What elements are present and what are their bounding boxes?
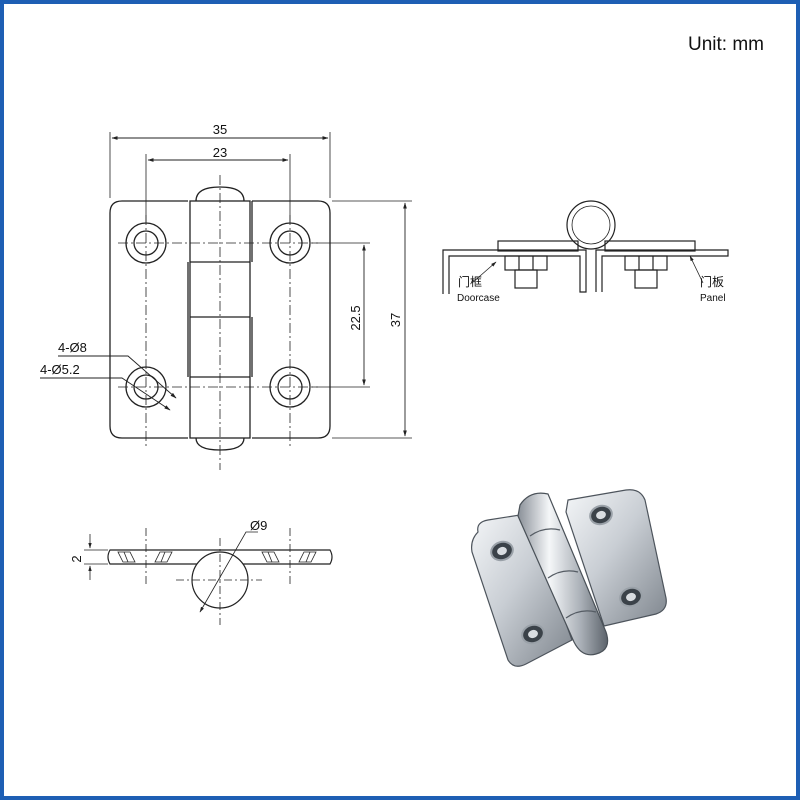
dim-23: 23 — [213, 145, 227, 160]
panel-profile — [595, 249, 729, 292]
barrel-section — [566, 200, 616, 250]
panel-label-cn: 门板 — [700, 274, 724, 289]
left-leaf — [109, 200, 188, 439]
doorcase-profile — [442, 249, 587, 294]
dim-thickness: 2 — [69, 555, 84, 562]
panel-label-en: Panel — [700, 293, 726, 304]
nut-left — [504, 255, 548, 289]
counterbore-callout: 4-Ø8 — [58, 340, 87, 355]
drawing-canvas: 35 23 22.5 37 4-Ø8 4-Ø5.2 — [40, 122, 729, 667]
front-view — [40, 132, 412, 470]
dim-pin-dia: Ø9 — [250, 518, 267, 533]
side-plate — [107, 549, 333, 565]
dim-22-5: 22.5 — [348, 305, 363, 330]
doorcase-label-cn: 门框 — [458, 274, 482, 289]
install-view — [442, 200, 729, 294]
doorcase-label-en: Doorcase — [457, 293, 500, 304]
pin-top — [195, 186, 245, 202]
right-leaf — [252, 200, 331, 439]
unit-label: Unit: mm — [688, 34, 764, 55]
nut-right — [624, 255, 668, 289]
hole-callout: 4-Ø5.2 — [40, 362, 80, 377]
dim-35: 35 — [213, 122, 227, 137]
product-photo — [471, 489, 667, 667]
dim-37: 37 — [388, 313, 403, 327]
side-view — [84, 528, 333, 625]
photo-barrel — [517, 492, 609, 656]
